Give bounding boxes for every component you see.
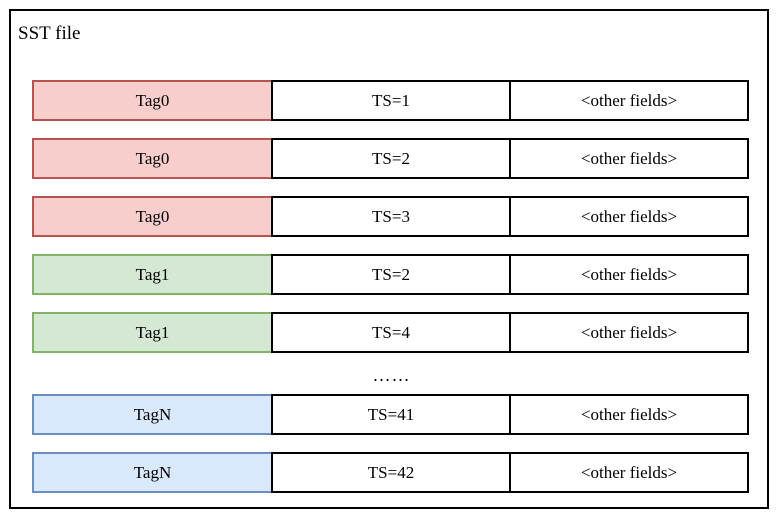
table-row: Tag0 TS=3 <other fields> [32, 196, 751, 237]
ellipsis-separator: …… [372, 365, 411, 385]
record-timestamp-cell: TS=2 [271, 254, 511, 295]
record-tag-cell: Tag0 [32, 80, 273, 121]
record-timestamp-cell: TS=42 [271, 452, 511, 493]
table-row: Tag1 TS=2 <other fields> [32, 254, 751, 295]
record-tag-cell: Tag1 [32, 254, 273, 295]
record-tag-cell: TagN [32, 452, 273, 493]
table-row: Tag1 TS=4 <other fields> [32, 312, 751, 353]
record-other-fields-cell: <other fields> [509, 452, 749, 493]
record-tag-cell: Tag1 [32, 312, 273, 353]
record-timestamp-cell: TS=1 [271, 80, 511, 121]
table-row: Tag0 TS=1 <other fields> [32, 80, 751, 121]
record-other-fields-cell: <other fields> [509, 138, 749, 179]
record-tag-cell: TagN [32, 394, 273, 435]
table-row: TagN TS=41 <other fields> [32, 394, 751, 435]
record-tag-cell: Tag0 [32, 138, 273, 179]
sst-file-container: SST file Tag0 TS=1 <other fields> Tag0 T… [9, 9, 769, 509]
table-row: TagN TS=42 <other fields> [32, 452, 751, 493]
record-other-fields-cell: <other fields> [509, 80, 749, 121]
record-other-fields-cell: <other fields> [509, 196, 749, 237]
record-other-fields-cell: <other fields> [509, 254, 749, 295]
record-timestamp-cell: TS=4 [271, 312, 511, 353]
sst-file-title: SST file [18, 23, 81, 44]
record-timestamp-cell: TS=2 [271, 138, 511, 179]
record-other-fields-cell: <other fields> [509, 312, 749, 353]
table-row: Tag0 TS=2 <other fields> [32, 138, 751, 179]
record-timestamp-cell: TS=3 [271, 196, 511, 237]
record-other-fields-cell: <other fields> [509, 394, 749, 435]
record-tag-cell: Tag0 [32, 196, 273, 237]
record-timestamp-cell: TS=41 [271, 394, 511, 435]
